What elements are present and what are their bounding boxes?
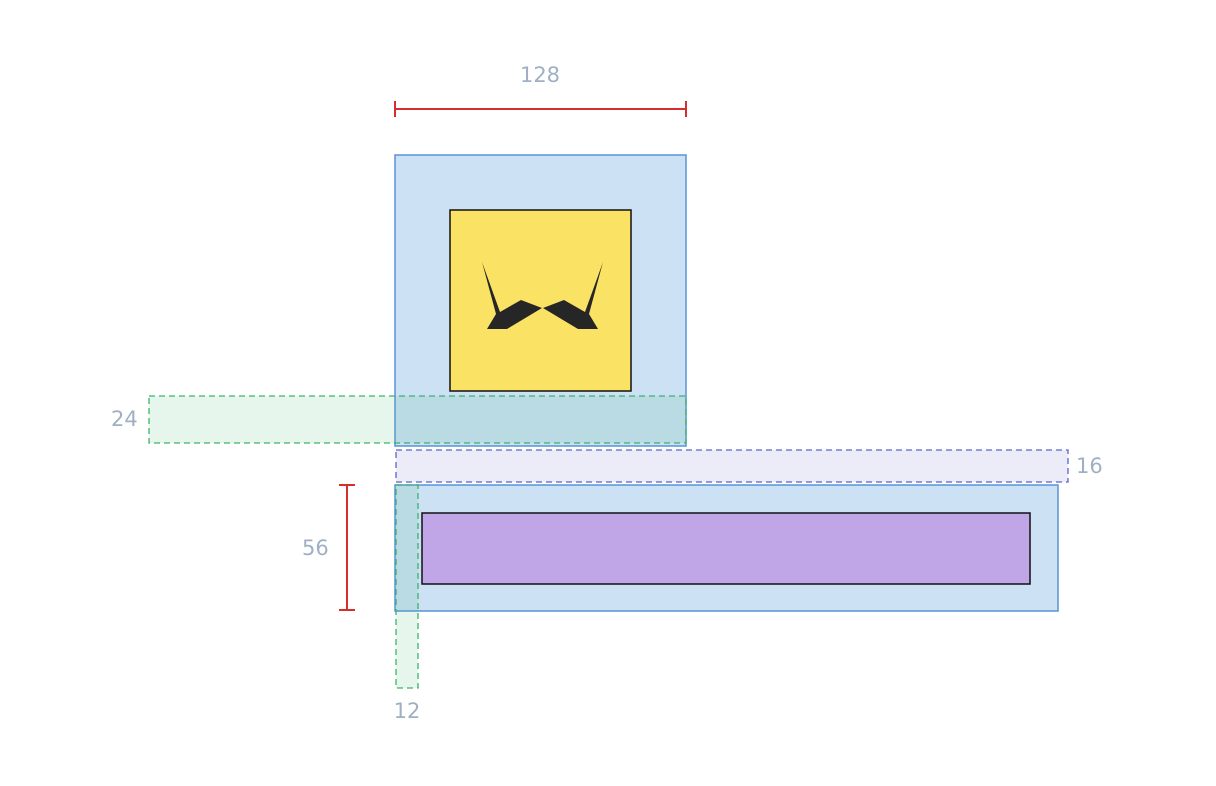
bottom-spacing-label: 24	[111, 407, 138, 431]
logo-width-label: 128	[519, 63, 561, 87]
logo-tile	[449, 209, 632, 392]
gap-band	[395, 449, 1069, 483]
width-dimension-line	[394, 101, 687, 117]
content-bar	[421, 512, 1031, 585]
left-padding-label: 12	[393, 699, 421, 723]
bottom-spacing-band	[148, 395, 687, 444]
left-padding-band	[395, 484, 419, 689]
gap-label: 16	[1076, 454, 1103, 478]
bar-height-label: 56	[302, 536, 329, 560]
height-dimension-line	[339, 484, 355, 611]
mustache-icon	[482, 262, 603, 329]
